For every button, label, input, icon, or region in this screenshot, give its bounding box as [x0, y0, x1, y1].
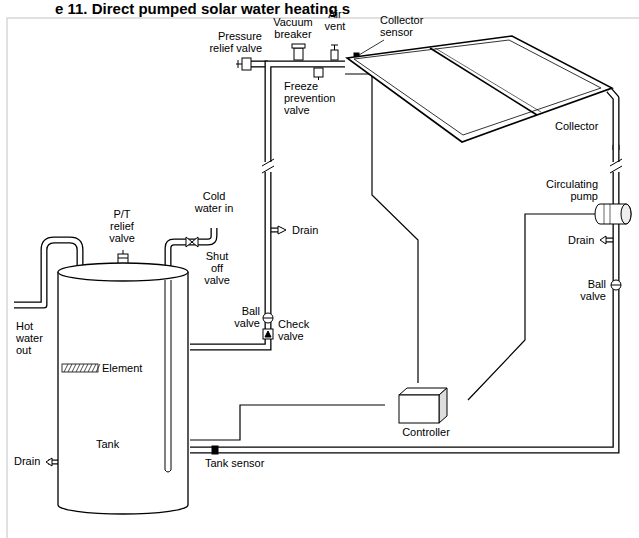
drawing-part [430, 48, 537, 115]
drawing-part [190, 145, 616, 450]
drawing-part [314, 68, 323, 77]
figure-title: e 11. Direct pumped solar water heating … [55, 0, 350, 17]
drawing-part [318, 77, 319, 80]
drawing-part [265, 331, 271, 337]
drawing-part [68, 364, 72, 372]
drawing-part [292, 44, 305, 48]
part-label: Ball valve [224, 305, 260, 329]
drawing-part [263, 313, 273, 323]
drawing-part [72, 364, 76, 372]
drawing-part [263, 318, 273, 319]
drawing-part [92, 364, 96, 372]
sensor-label: Tank sensor [205, 457, 285, 469]
controller-box: Controller [385, 383, 467, 441]
drawing-part [64, 364, 68, 372]
part-label: Hot water out [16, 320, 52, 356]
drawing-part [190, 64, 345, 347]
pump-wire [468, 214, 600, 400]
node-label: Tank [96, 438, 146, 450]
leader-line [359, 40, 384, 55]
drawing-part [262, 159, 274, 173]
part-label: Shut off valve [200, 250, 234, 286]
drawing-part [62, 364, 98, 372]
storage-tank-outline [56, 260, 190, 515]
part-label: Freeze prevention valve [284, 80, 342, 116]
drawing-part [345, 74, 418, 383]
drawing-part [263, 329, 273, 339]
part-label: Pressure relief valve [196, 30, 262, 54]
drawing-part [294, 48, 303, 60]
drawing-part [96, 364, 100, 372]
part-label: Drain [14, 455, 44, 467]
drawing-part [609, 90, 616, 151]
drawing-part [190, 405, 385, 440]
part-label: P/T relief valve [102, 208, 142, 244]
drawing-part [84, 364, 88, 372]
drawing-part [190, 145, 616, 450]
water-pipe [190, 64, 345, 347]
node-label: Controller [385, 426, 467, 438]
storage-tank: Tank [56, 260, 190, 515]
node-label: Collector [555, 120, 615, 132]
drawing-part [58, 272, 188, 514]
drawing-part [331, 50, 338, 60]
drawing-part [58, 263, 188, 281]
drawing-part [76, 364, 80, 372]
drawing-part [118, 250, 128, 258]
drawing-part [439, 388, 447, 423]
drawing-part [212, 446, 218, 454]
figure-frame [7, 18, 639, 538]
sensor-wire [345, 74, 418, 383]
drawing-part [278, 226, 286, 234]
drawing-part [595, 204, 631, 224]
sensor-label: Collector sensor [380, 14, 432, 38]
drawing-part [600, 236, 606, 244]
drawing-part [331, 45, 338, 50]
sensor-wire [190, 405, 385, 440]
drawing-part [88, 364, 92, 372]
drawing-part [611, 285, 621, 286]
drawing-part [242, 58, 251, 70]
drawing-part [611, 280, 621, 290]
drawing-part [435, 48, 541, 112]
part-label: Check valve [278, 318, 314, 342]
drawing-part [236, 60, 242, 68]
part-label: Vacuum breaker [270, 16, 316, 40]
part-label: Element [102, 362, 152, 374]
part-label: Ball valve [570, 278, 606, 302]
water-pipe [190, 145, 616, 450]
part-label: Cold water in [192, 190, 236, 214]
drawing-part [46, 458, 52, 466]
drawing-part [165, 280, 171, 472]
drawing-part [609, 90, 616, 150]
drawing-part [621, 204, 631, 224]
drawing-part [80, 364, 84, 372]
part-label: Air vent [322, 8, 348, 32]
drawing-part [190, 64, 345, 347]
drawing-part [399, 395, 439, 423]
circulating-pump-symbol [595, 204, 631, 224]
drawing-part [604, 204, 610, 224]
drawing-part [186, 237, 198, 247]
part-label: Circulating pump [528, 178, 598, 202]
drawing-part [610, 159, 622, 173]
solar-collector: Collector [345, 30, 625, 145]
part-label: Drain [292, 224, 332, 236]
part-label: Drain [568, 234, 598, 246]
